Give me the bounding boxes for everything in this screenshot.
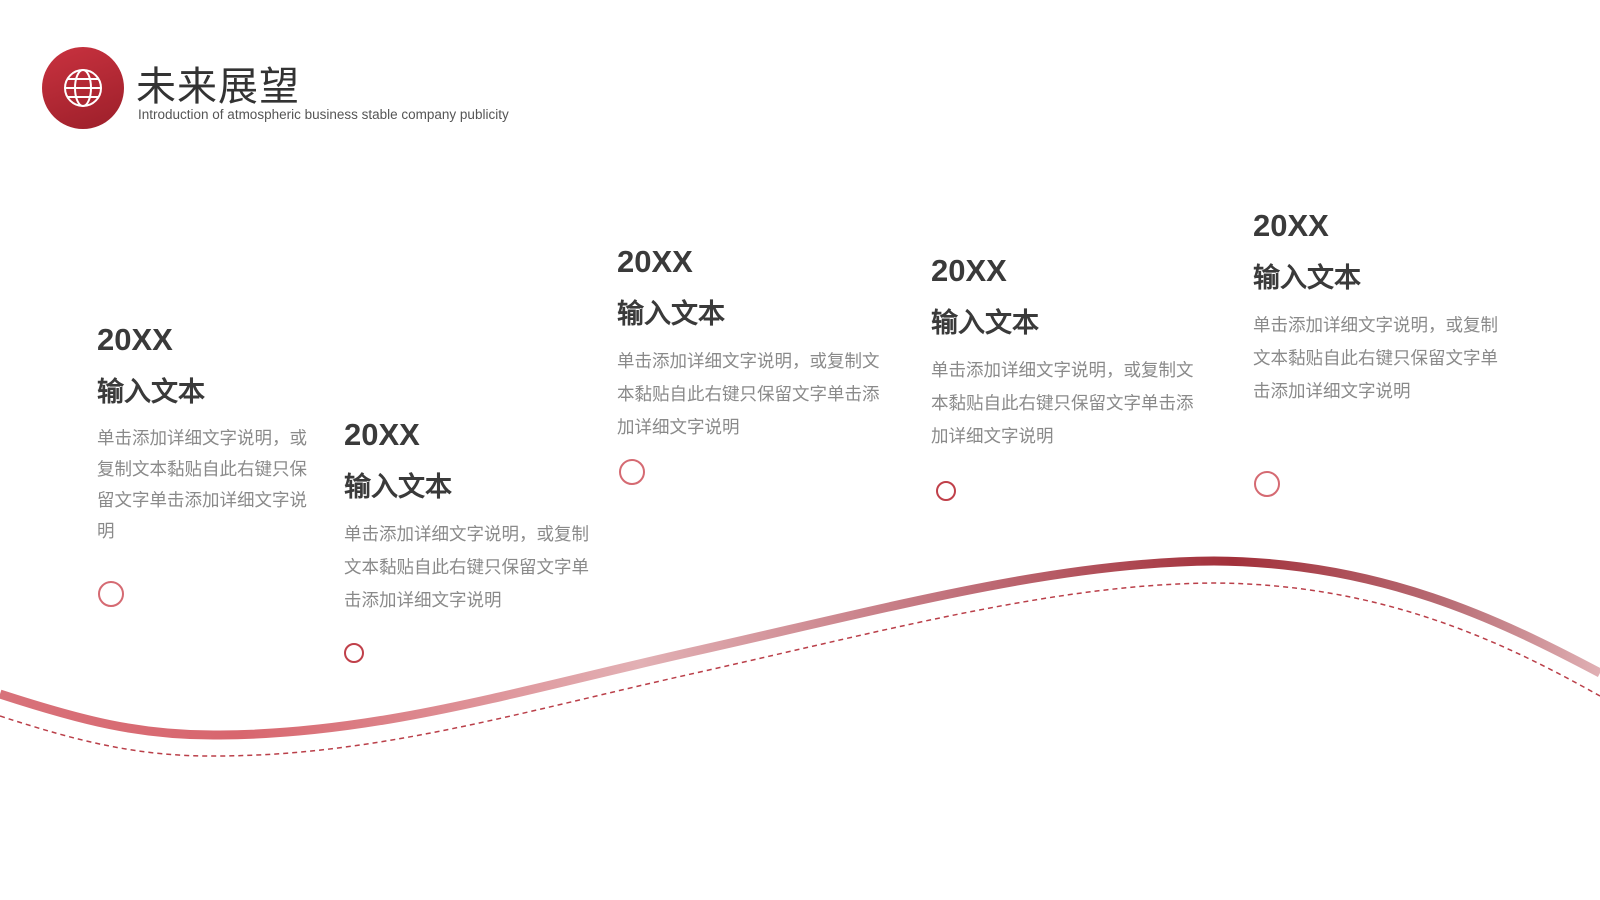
timeline-item: 20XX 输入文本 单击添加详细文字说明，或复制文本黏贴自此右键只保留文字单击添… <box>617 244 889 445</box>
item-title: 输入文本 <box>344 472 452 503</box>
timeline-item: 20XX 输入文本 单击添加详细文字说明，或复制文本黏贴自此右键只保留文字单击添… <box>931 253 1203 454</box>
globe-icon <box>64 69 102 107</box>
page-title: 未来展望 <box>136 64 300 110</box>
item-desc: 单击添加详细文字说明，或复制文本黏贴自此右键只保留文字单击添加详细文字说明 <box>344 525 589 611</box>
pin-3 <box>619 459 645 615</box>
pin-4 <box>936 481 956 595</box>
item-desc: 单击添加详细文字说明，或复制文本黏贴自此右键只保留文字单击添加详细文字说明 <box>931 361 1194 447</box>
item-year: 20XX <box>617 244 693 279</box>
curve-dashed <box>0 582 1600 757</box>
header-logo <box>42 47 124 129</box>
item-desc: 单击添加详细文字说明，或复制文本黏贴自此右键只保留文字单击添加详细文字说明 <box>97 429 307 542</box>
timeline-item: 20XX 输入文本 单击添加详细文字说明，或复制文本黏贴自此右键只保留文字单击添… <box>97 322 315 548</box>
item-title: 输入文本 <box>1253 263 1361 294</box>
timeline-item: 20XX 输入文本 单击添加详细文字说明，或复制文本黏贴自此右键只保留文字单击添… <box>344 417 606 618</box>
item-title: 输入文本 <box>931 308 1039 339</box>
pin-2 <box>344 643 364 715</box>
item-year: 20XX <box>931 253 1007 288</box>
timeline-item: 20XX 输入文本 单击添加详细文字说明，或复制文本黏贴自此右键只保留文字单击添… <box>1253 208 1515 409</box>
item-year: 20XX <box>344 417 420 452</box>
item-title: 输入文本 <box>617 299 725 330</box>
item-year: 20XX <box>1253 208 1329 243</box>
pin-5 <box>1254 471 1280 560</box>
item-year: 20XX <box>97 322 173 357</box>
item-desc: 单击添加详细文字说明，或复制文本黏贴自此右键只保留文字单击添加详细文字说明 <box>1253 316 1498 402</box>
item-desc: 单击添加详细文字说明，或复制文本黏贴自此右键只保留文字单击添加详细文字说明 <box>617 352 880 438</box>
curve-main <box>0 556 1600 740</box>
pin-1 <box>98 581 124 722</box>
item-title: 输入文本 <box>97 377 205 408</box>
page-subtitle: Introduction of atmospheric business sta… <box>138 107 509 122</box>
